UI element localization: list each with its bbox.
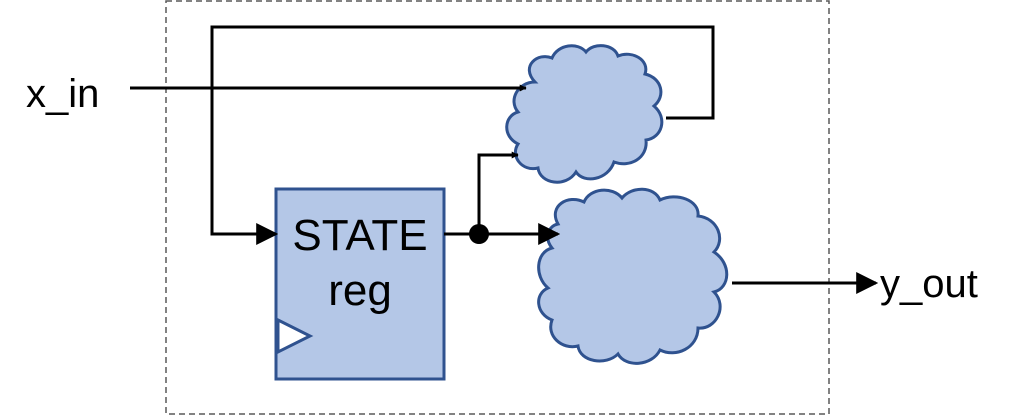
input-label: x_in: [26, 72, 99, 116]
state-register-label-line1: STATE: [292, 211, 427, 260]
next-state-feedback-wire: [210, 25, 715, 245]
clock-triangle-icon: [276, 317, 314, 355]
next-state-logic-cloud-icon: [505, 44, 664, 184]
output-label: y_out: [880, 262, 978, 306]
state-branch-wire: [477, 151, 519, 234]
output-logic-cloud-icon: [537, 187, 729, 365]
state-register-label-line2: reg: [328, 266, 392, 315]
state-register-block: [274, 187, 446, 381]
junction-dot-icon: [469, 224, 489, 244]
module-boundary: [165, 0, 830, 415]
